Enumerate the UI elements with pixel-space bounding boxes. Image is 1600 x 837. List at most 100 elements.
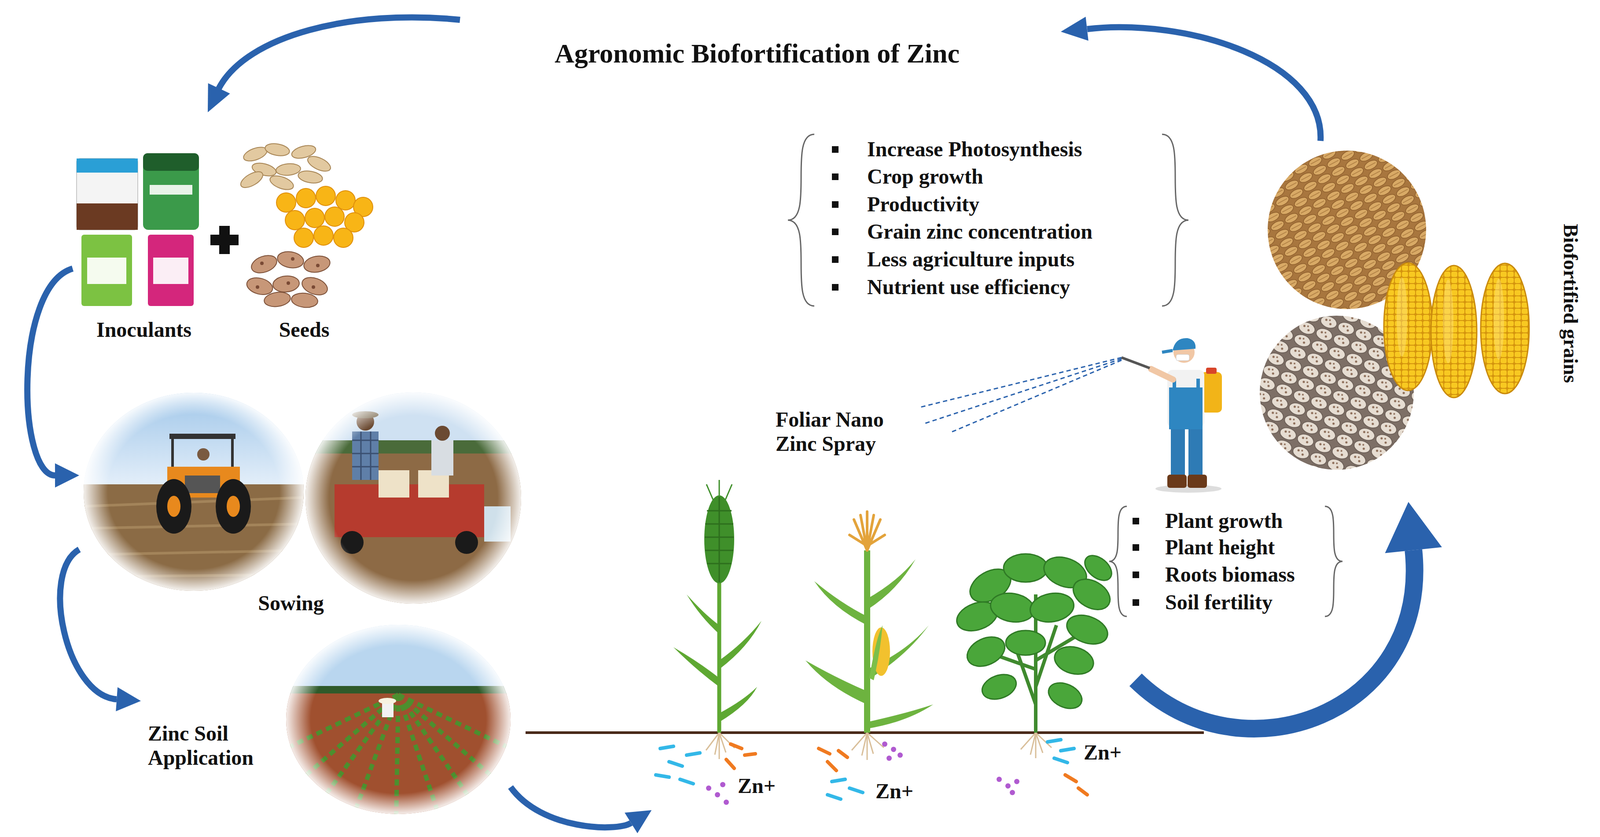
benefit-item: Crop growth (827, 164, 984, 189)
seeds-picture-part-part (268, 172, 296, 193)
benefit-item: Soil fertility (1128, 589, 1273, 615)
soil-microbes-part (706, 741, 1020, 805)
seeds-picture-part-part (255, 285, 260, 289)
maize-plant-part (805, 660, 868, 705)
seeds-picture-part-part (260, 261, 264, 265)
sprayer-person-part (1172, 338, 1196, 351)
seeds-picture-part-part (272, 274, 301, 293)
seeds-picture-part-part (264, 141, 291, 158)
seeds-picture-part-part (324, 206, 345, 227)
grain-pictures (1259, 150, 1530, 470)
bean-plant-part-part (988, 589, 1037, 626)
seeds-picture-part-part (305, 208, 325, 228)
arrow-head (115, 687, 141, 712)
maize-plant-part (814, 581, 868, 626)
inoculant-packages-part (87, 257, 127, 284)
sowing-photo-tractor (79, 387, 309, 599)
flow-arrow-line (510, 787, 632, 828)
soil-microbes-part-part (706, 785, 712, 791)
sprayer-person-part (919, 357, 1122, 408)
arrow-head (55, 463, 80, 488)
spray-label: Foliar Nano Zinc Spray (775, 407, 921, 456)
inoculants-node: Inoculants (72, 149, 216, 348)
sprayer-person-part (924, 358, 1122, 424)
seeds-picture-part-part (313, 225, 334, 246)
flow-arrow (59, 549, 141, 712)
seeds-picture-part-part (302, 253, 332, 275)
inoculant-packages-part (81, 234, 133, 306)
bean-plant-part-part (962, 631, 1010, 672)
benefit-item: Nutrient use efficiency (827, 274, 1071, 299)
plus-sign (210, 225, 239, 254)
soil-microbes-part-part (996, 776, 1002, 782)
diagram-title: Agronomic Biofortification of Zinc (554, 37, 960, 70)
vertical-label: Biofortified grains (1559, 223, 1583, 383)
soil-microbes-part-part (720, 781, 726, 788)
bracket-part (1162, 134, 1189, 306)
plant-roots (706, 732, 1052, 760)
wheat-plant-part (719, 686, 758, 722)
wheat-plant-part (704, 496, 734, 582)
arrow-head (1385, 501, 1442, 553)
grain-pictures-part (1480, 263, 1530, 394)
maize-plant-part (867, 704, 934, 729)
inoculant-packages-part (76, 203, 138, 230)
sprayer-person-part (1187, 474, 1207, 488)
sprayer-person-part (950, 360, 1122, 433)
benefit-item: Plant height (1128, 534, 1275, 560)
sprayer-person-part (1167, 474, 1187, 488)
soil-microbes-part-part (886, 755, 892, 761)
maize-plant-part (867, 625, 929, 681)
grains-node: Biofortified grains (1258, 145, 1589, 502)
soil-microbes-part-part (1014, 778, 1020, 784)
sowing-node: Sowing (79, 387, 524, 619)
soil-microbes-part-part (1005, 783, 1011, 789)
bean-plant-part (952, 550, 1117, 714)
seeds-picture-part (255, 257, 320, 289)
soil-microbes-part-part (714, 791, 721, 798)
soil-microbes-part-part (897, 752, 903, 758)
seeds-picture-part-part (286, 281, 291, 285)
cycle-arrow (207, 16, 1321, 141)
inoculant-packages-part (153, 257, 189, 284)
sprayer-person-part (1169, 387, 1203, 430)
bean-plant-part-part (1080, 550, 1117, 586)
sprayer-person-part (1162, 350, 1173, 353)
inoculant-packages-part (143, 153, 199, 171)
seeds-picture-part-part (275, 249, 305, 270)
soil-microbes (655, 739, 1088, 805)
soil-application-photo (283, 622, 513, 819)
seeds-picture-part (276, 186, 373, 248)
sprayer-person (919, 338, 1222, 493)
sprayer-person-part (1151, 368, 1174, 380)
sprayer-person-part (1121, 357, 1150, 368)
photo-fade (83, 392, 304, 591)
grain-pictures-part (1430, 265, 1477, 398)
node-label: Inoculants (96, 317, 192, 342)
zinc-ion-label: Zn+ (1083, 739, 1122, 765)
seeds-picture-part-part (263, 290, 292, 309)
seeds-picture-part-part (249, 252, 280, 276)
seeds-picture-part-part (275, 162, 302, 177)
bean-plant-part-part (1005, 630, 1046, 655)
bean-plant-part-part (1051, 642, 1097, 678)
bracket-part (787, 134, 815, 306)
node-label: Seeds (279, 317, 330, 342)
bracket (787, 134, 1343, 617)
photo-fade (305, 392, 522, 604)
bracket-part (1324, 506, 1343, 617)
seeds-picture-part-part (311, 285, 316, 289)
maize-plant-part (864, 550, 871, 733)
grain-pictures-part (1442, 279, 1454, 364)
soil-microbes-part-part (1009, 789, 1016, 795)
inoculant-packages-part (76, 158, 138, 173)
grain-pictures-part (1493, 278, 1505, 360)
grain-pictures-part (1396, 277, 1408, 357)
soil-microbes-part-part (723, 799, 729, 805)
cycle-arrow-part (218, 17, 460, 89)
inoculant-packages-part (147, 234, 194, 306)
sprayer-person-part (1174, 378, 1199, 389)
benefit-item: Roots biomass (1128, 562, 1295, 587)
flow-arrow-line (59, 549, 117, 699)
